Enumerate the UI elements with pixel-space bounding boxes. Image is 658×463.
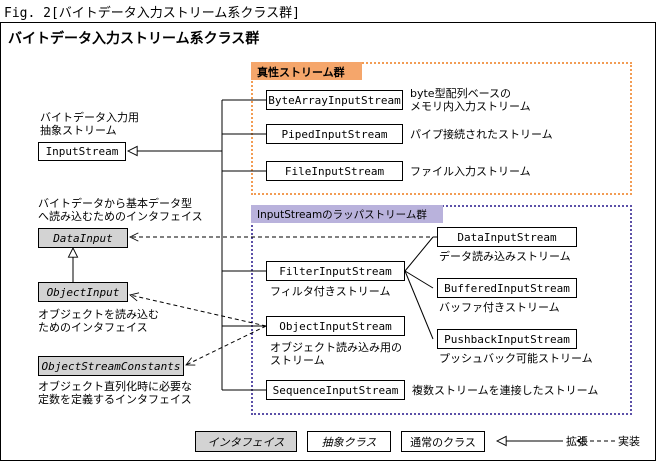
diagram-frame <box>0 22 656 461</box>
concrete-stream-group <box>251 62 632 195</box>
legend-normal-class: 通常のクラス <box>401 431 485 452</box>
legend-abstract-class: 抽象クラス <box>307 431 391 452</box>
class-byte-array-input-stream: ByteArrayInputStream <box>266 90 403 110</box>
byte-array-desc-2: メモリ内入力ストリーム <box>410 100 531 113</box>
file-desc: ファイル入力ストリーム <box>410 165 531 178</box>
legend-interface: インタフェイス <box>195 431 297 452</box>
object-input-stream-desc-2: ストリーム <box>270 354 325 367</box>
object-stream-constants-desc-1: オブジェクト直列化時に必要な <box>38 380 192 393</box>
data-input-desc-2: へ読み込むためのインタフェイス <box>38 210 203 223</box>
buffered-desc: バッファ付きストリーム <box>439 301 560 314</box>
interface-object-stream-constants: ObjectStreamConstants <box>38 356 184 376</box>
pushback-desc: プッシュバック可能ストリーム <box>439 352 593 365</box>
class-pushback-input-stream: PushbackInputStream <box>437 329 577 349</box>
diagram-title: バイトデータ入力ストリーム系クラス群 <box>8 31 260 47</box>
interface-object-input: ObjectInput <box>38 282 128 302</box>
class-buffered-input-stream: BufferedInputStream <box>437 278 577 298</box>
sequence-desc: 複数ストリームを連接したストリーム <box>412 384 599 397</box>
figure-caption: Fig. 2[バイトデータ入力ストリーム系クラス群] <box>4 6 300 21</box>
wrapper-stream-group-label: InputStreamのラッパストリーム群 <box>251 205 443 223</box>
input-stream-desc-1: バイトデータ入力用 <box>40 111 139 124</box>
class-filter-input-stream: FilterInputStream <box>266 261 405 281</box>
class-object-input-stream: ObjectInputStream <box>266 316 405 336</box>
input-stream-desc-2: 抽象ストリーム <box>40 124 117 137</box>
data-input-desc-1: バイトデータから基本データ型 <box>38 197 192 210</box>
interface-data-input: DataInput <box>38 228 128 248</box>
class-input-stream: InputStream <box>38 142 126 161</box>
object-input-desc-2: ためのインタフェイス <box>38 321 148 334</box>
object-input-stream-desc-1: オブジェクト読み込み用の <box>270 341 402 354</box>
piped-desc: パイプ接続されたストリーム <box>410 128 553 141</box>
data-input-stream-desc: データ読み込みストリーム <box>439 250 571 263</box>
object-stream-constants-desc-2: 定数を定義するインタフェイス <box>38 393 192 406</box>
class-piped-input-stream: PipedInputStream <box>266 124 403 144</box>
class-data-input-stream: DataInputStream <box>437 227 577 247</box>
filter-desc: フィルタ付きストリーム <box>270 285 391 298</box>
class-file-input-stream: FileInputStream <box>266 161 403 181</box>
legend-implements-label: 実装 <box>618 435 640 448</box>
object-input-desc-1: オブジェクトを読み込む <box>38 308 159 321</box>
byte-array-desc-1: byte型配列ベースの <box>410 87 512 100</box>
concrete-stream-group-label: 真性ストリーム群 <box>251 62 362 80</box>
legend-extends-label: 拡張 <box>566 435 588 448</box>
class-sequence-input-stream: SequenceInputStream <box>266 380 405 400</box>
